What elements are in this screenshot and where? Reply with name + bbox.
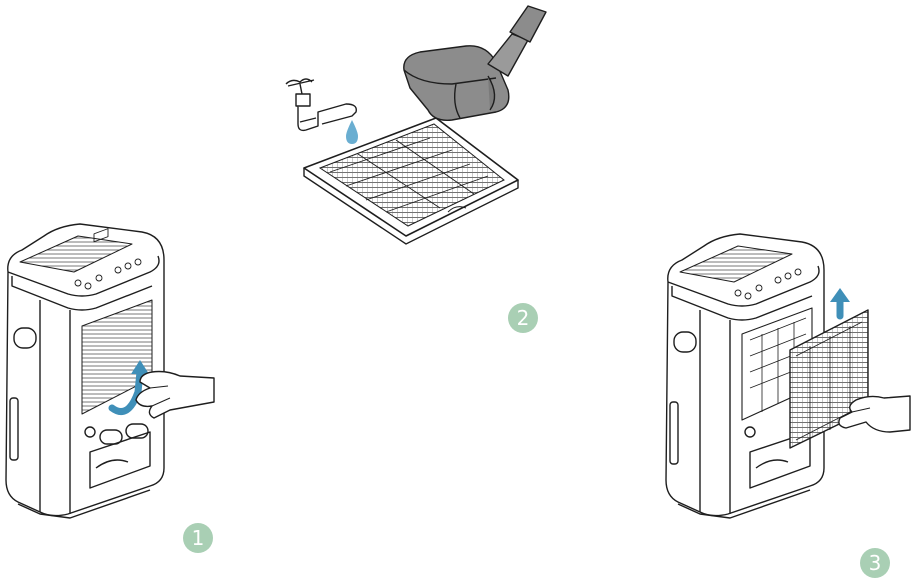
step-number-badge: 2 <box>508 303 538 333</box>
step-number-badge: 3 <box>860 548 890 578</box>
vacuum-nozzle-icon <box>404 6 546 120</box>
water-tap-icon <box>286 79 356 130</box>
water-drop-icon <box>346 120 358 144</box>
step-number-badge: 1 <box>183 523 213 553</box>
filter-panel-icon <box>304 118 518 244</box>
clean-filter-tap-and-vacuum-icon <box>286 6 546 244</box>
